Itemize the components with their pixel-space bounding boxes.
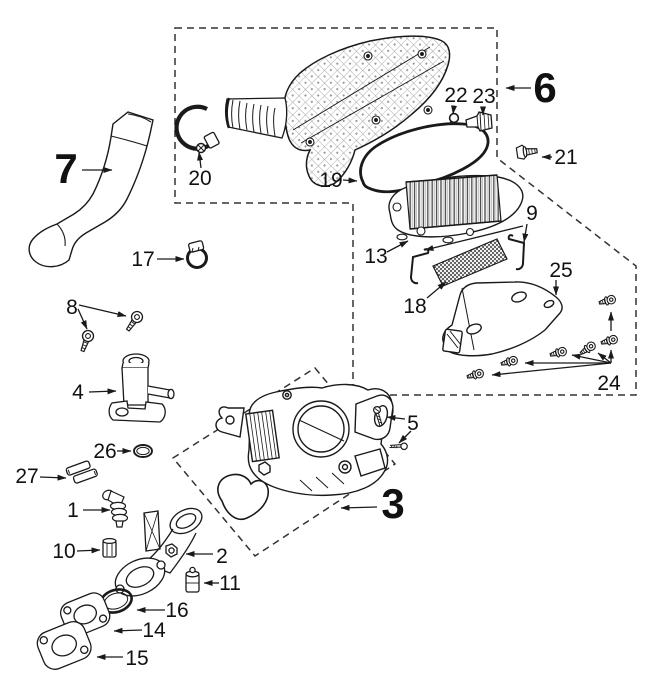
callout-10: 10 — [52, 540, 75, 563]
callout-26: 26 — [93, 440, 116, 463]
callout-3: 3 — [381, 480, 404, 527]
callout-18: 18 — [403, 295, 426, 318]
part-15-gasket — [36, 620, 92, 670]
air-filter-cover — [283, 35, 451, 187]
part-18-mesh-screen — [432, 238, 508, 287]
callout-22: 22 — [444, 84, 467, 107]
callout-25: 25 — [549, 259, 572, 282]
part-2-manifold — [114, 507, 203, 597]
callout-labels: 7 6 3 20 17 8 4 26 27 1 10 2 11 16 14 15… — [15, 64, 621, 670]
part-19-seal — [359, 122, 490, 194]
callout-13: 13 — [364, 245, 387, 268]
callout-15: 15 — [125, 647, 148, 670]
callout-16: 16 — [165, 599, 188, 622]
part-4-valve — [108, 353, 175, 423]
callout-21: 21 — [554, 146, 577, 169]
callout-11: 11 — [219, 572, 241, 595]
part-17-hose-clamp — [186, 240, 208, 269]
part-7-intake-tube — [28, 111, 154, 268]
callout-24: 24 — [597, 372, 621, 395]
callout-2: 2 — [216, 545, 228, 568]
part-1-injector — [102, 489, 129, 528]
callout-27: 27 — [15, 465, 38, 488]
part-27-clip — [65, 460, 98, 484]
callout-17: 17 — [131, 248, 154, 271]
throttle-body-boundary — [171, 367, 397, 557]
callout-5: 5 — [407, 412, 419, 435]
part-21-bolt — [515, 144, 538, 160]
part-23-drain-tube — [465, 111, 493, 132]
part-25-cover — [442, 281, 563, 357]
callout-7: 7 — [54, 145, 77, 192]
callout-23: 23 — [472, 85, 495, 108]
air-duct-bellows — [224, 97, 288, 139]
callout-4: 4 — [72, 381, 84, 404]
callout-20: 20 — [188, 167, 211, 190]
callout-arrows — [39, 85, 614, 660]
part-22-ring — [448, 112, 460, 124]
part-11-cap — [185, 566, 200, 593]
airbox-assembly-boundary — [174, 27, 637, 396]
part-10-sleeve — [102, 537, 117, 558]
part-20-clamp — [174, 104, 220, 154]
callout-19: 19 — [319, 169, 342, 192]
part-8-screws — [80, 310, 144, 353]
callout-14: 14 — [142, 619, 166, 642]
callout-6: 6 — [533, 64, 556, 111]
callout-8: 8 — [66, 296, 78, 319]
part-26-oring — [133, 444, 153, 458]
callout-9: 9 — [526, 202, 538, 225]
part-3-throttle-body — [215, 383, 394, 520]
part-24-screws — [466, 294, 619, 380]
part-5-screws — [372, 406, 408, 451]
callout-1: 1 — [67, 499, 79, 522]
part-13-filter-case — [388, 174, 524, 244]
